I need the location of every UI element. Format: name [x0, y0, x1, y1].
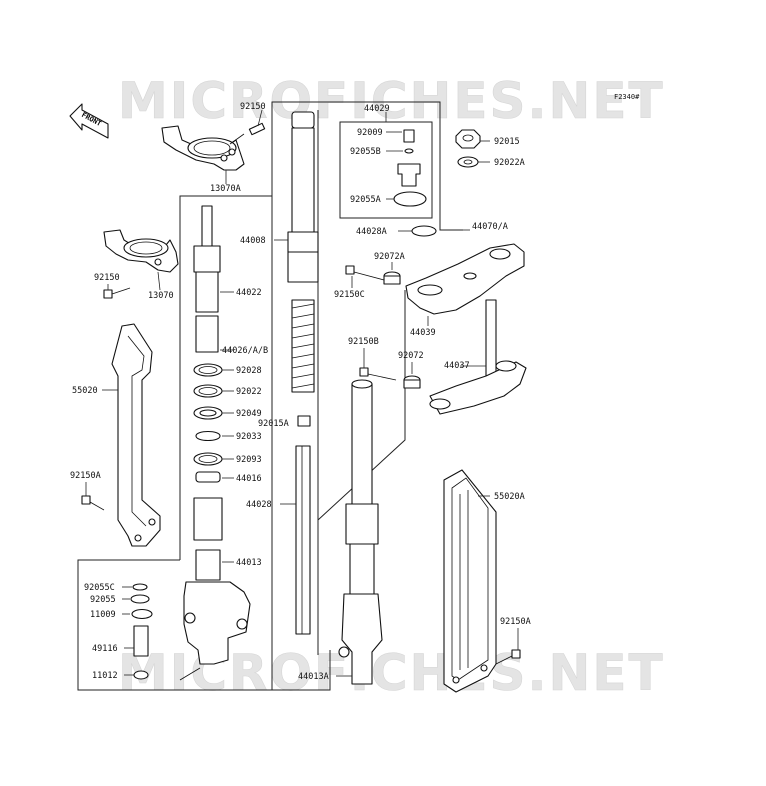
label-11009: 11009 — [90, 610, 116, 620]
label-92028: 92028 — [236, 366, 262, 376]
seal-44026 — [195, 315, 234, 353]
bolt-92150B — [359, 348, 397, 381]
bolt-92150-mid — [103, 284, 131, 299]
label-92049: 92049 — [236, 409, 262, 419]
label-92072: 92072 — [398, 351, 424, 361]
washer-44028A — [398, 225, 437, 237]
label-44008: 44008 — [240, 236, 266, 246]
collar-92072 — [403, 362, 421, 389]
outer-tube-44013 — [183, 497, 251, 665]
cartridge-44028 — [280, 445, 311, 635]
label-92055A: 92055A — [350, 195, 381, 205]
small-parts-bottom — [122, 583, 201, 681]
label-44039: 44039 — [410, 328, 436, 338]
label-13070A: 13070A — [210, 184, 241, 194]
steering-stem-44037 — [429, 299, 527, 415]
front-arrow-icon: FRONT — [69, 103, 109, 139]
label-44028A: 44028A — [356, 227, 387, 237]
upper-triple-clamp-44039 — [405, 229, 525, 326]
label-92150C: 92150C — [334, 290, 365, 300]
label-55020A: 55020A — [494, 492, 525, 502]
nut-92015 — [455, 129, 490, 149]
collar-92072A — [383, 262, 401, 285]
assembly-frame — [77, 101, 463, 691]
diagram-code: F2340# — [614, 93, 640, 101]
label-92072A: 92072A — [374, 252, 405, 262]
label-92009: 92009 — [357, 128, 383, 138]
label-92055B: 92055B — [350, 147, 381, 157]
watermark-top: MICROFICHES.NET — [118, 72, 665, 130]
label-92150-mid: 92150 — [94, 273, 120, 283]
damper-rod-44008 — [274, 111, 319, 283]
label-92150A-right: 92150A — [500, 617, 531, 627]
label-11012: 11012 — [92, 671, 118, 681]
label-92033: 92033 — [236, 432, 262, 442]
label-92022: 92022 — [236, 387, 262, 397]
inner-tube-44022 — [193, 205, 234, 313]
label-44013A: 44013A — [298, 672, 329, 682]
top-cap-assembly-44029 — [385, 112, 427, 207]
label-92150A-left: 92150A — [70, 471, 101, 481]
washer-92022A — [457, 156, 490, 168]
outer-tube-44013A — [336, 379, 383, 685]
fork-guard-55020A — [443, 469, 497, 693]
bolt-92150-top — [229, 109, 266, 145]
label-44029: 44029 — [364, 104, 390, 114]
label-49116: 49116 — [92, 644, 118, 654]
label-44070A: 44070/A — [472, 222, 508, 232]
label-92015A: 92015A — [258, 419, 289, 429]
label-44037: 44037 — [444, 361, 470, 371]
label-44026: 44026/A/B — [222, 346, 268, 356]
lower-clamp-13070 — [103, 229, 179, 291]
label-92055C: 92055C — [84, 583, 115, 593]
label-92022A: 92022A — [494, 158, 525, 168]
label-44022: 44022 — [236, 288, 262, 298]
label-55020: 55020 — [72, 386, 98, 396]
nut-92015A — [297, 415, 311, 427]
label-92015: 92015 — [494, 137, 520, 147]
part-labels: 92150 13070A 92150 13070 55020 92150A 44… — [70, 102, 531, 682]
washer-stack — [193, 363, 234, 483]
label-13070: 13070 — [148, 291, 174, 301]
bolt-92150A-left — [81, 482, 105, 511]
fork-guard-55020 — [102, 323, 161, 547]
upper-clamp-13070A — [161, 125, 245, 184]
bolt-92150A-right — [495, 628, 521, 665]
label-44016: 44016 — [236, 474, 262, 484]
label-92055: 92055 — [90, 595, 116, 605]
label-92150-top: 92150 — [240, 102, 266, 112]
label-92093: 92093 — [236, 455, 262, 465]
label-44013: 44013 — [236, 558, 262, 568]
bolt-92150C — [345, 265, 385, 288]
label-92150B: 92150B — [348, 337, 379, 347]
label-44028: 44028 — [246, 500, 272, 510]
spring-44026 — [291, 299, 315, 393]
